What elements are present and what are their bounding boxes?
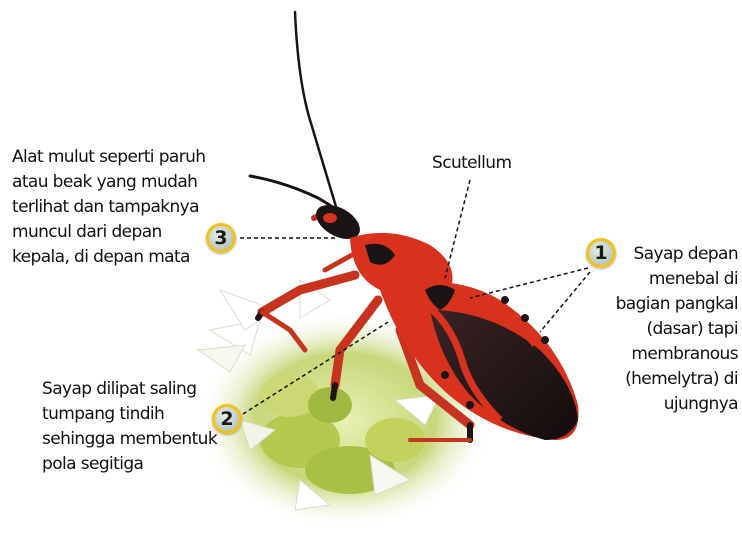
scutellum-leader	[445, 180, 470, 278]
marker-3: 3	[206, 223, 236, 253]
forewing-leader-a	[470, 268, 588, 298]
forewing-label: Sayap depan menebal di bagian pangkal (d…	[616, 242, 738, 417]
marker-2: 2	[212, 404, 242, 434]
folded-wings-label: Sayap dilipat saling tumpang tindih sehi…	[42, 377, 217, 477]
marker-1: 1	[586, 238, 616, 268]
antennae	[250, 12, 337, 210]
forewing-leader-b	[540, 272, 590, 332]
mouthparts-label: Alat mulut seperti paruh atau beak yang …	[12, 145, 205, 270]
scutellum-label: Scutellum	[432, 151, 511, 176]
